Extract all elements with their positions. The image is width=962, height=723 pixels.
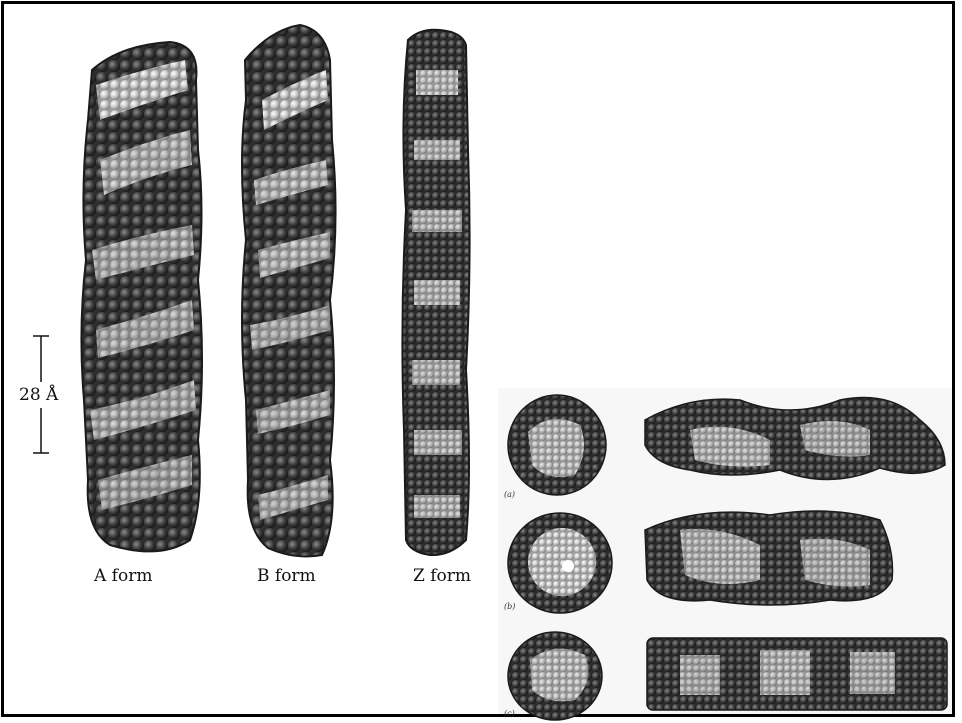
panel-b-end-view <box>508 513 612 613</box>
panel-a-end-view <box>508 395 606 495</box>
z-form-helix <box>402 30 469 555</box>
panel-a-side-view <box>645 398 945 480</box>
a-form-label: A form <box>94 566 152 586</box>
scale-bar-label: 28 Å <box>18 385 59 405</box>
z-form-label: Z form <box>413 566 471 586</box>
b-form-helix <box>242 25 336 556</box>
panel-c-label: (c) <box>504 709 515 718</box>
panel-b-side-view <box>645 511 893 605</box>
panel-b-label: (b) <box>504 602 515 611</box>
a-form-helix <box>81 42 202 551</box>
b-form-label: B form <box>257 566 316 586</box>
panel-c-side-view <box>647 638 947 710</box>
panel-a-label: (a) <box>504 490 515 499</box>
panel-c-end-view <box>508 632 602 720</box>
